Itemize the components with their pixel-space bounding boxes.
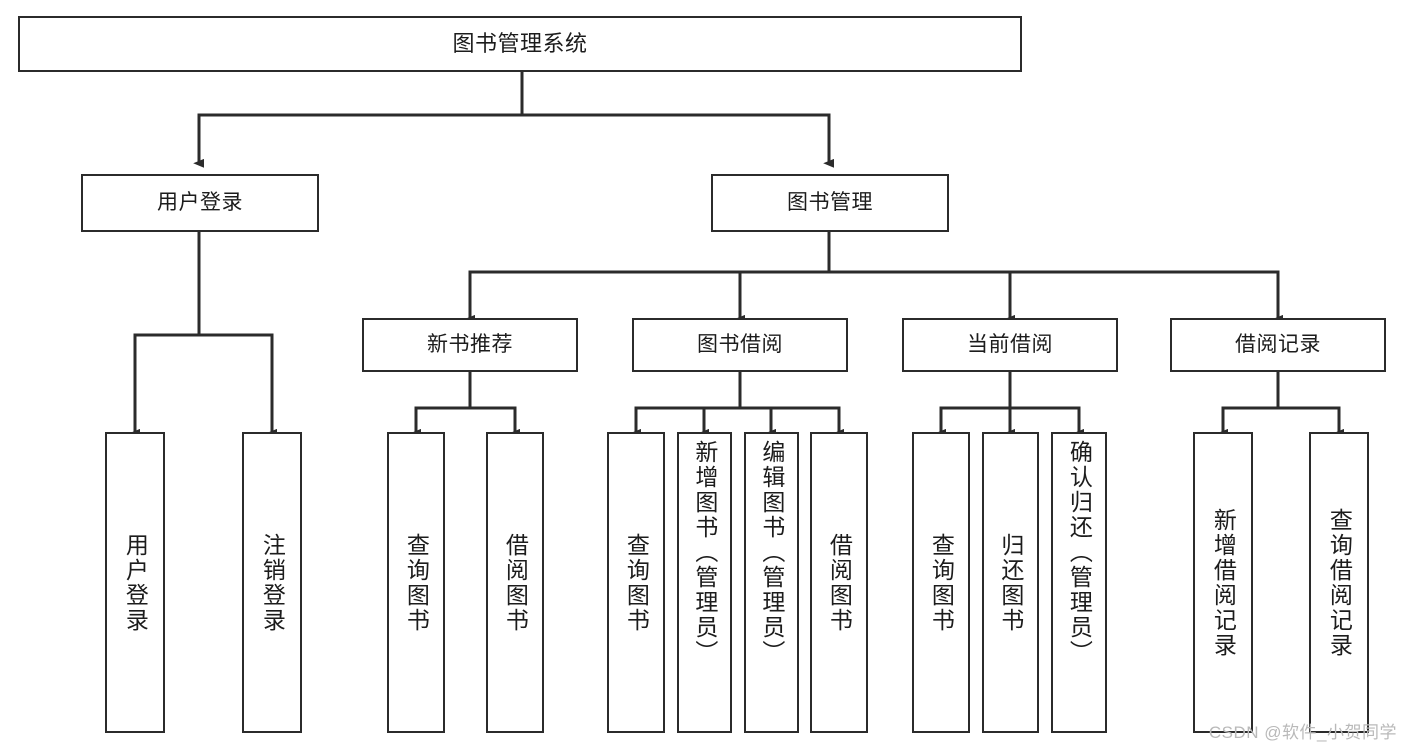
leaf-new-book-borrow-book[interactable]: 借阅图书 — [486, 432, 544, 733]
leaf-current-borrow-confirm-return-admin[interactable]: 确认归还（管理员） — [1051, 432, 1107, 733]
csdn-watermark: CSDN @软件_小贺同学 — [1208, 723, 1397, 742]
node-label: 查询图书 — [928, 532, 955, 633]
node-label: 新增图书（管理员） — [691, 440, 718, 665]
node-label: 确认归还（管理员） — [1066, 440, 1093, 665]
node-book-borrowing[interactable]: 图书借阅 — [632, 318, 848, 372]
leaf-book-borrow-add-book-admin[interactable]: 新增图书（管理员） — [677, 432, 732, 733]
leaf-book-borrow-borrow-book[interactable]: 借阅图书 — [810, 432, 868, 733]
node-book-management-system[interactable]: 图书管理系统 — [18, 16, 1022, 72]
node-label: 新增借阅记录 — [1210, 507, 1237, 658]
node-label: 新书推荐 — [427, 333, 513, 357]
leaf-book-borrow-edit-book-admin[interactable]: 编辑图书（管理员） — [744, 432, 799, 733]
leaf-borrow-record-add-record[interactable]: 新增借阅记录 — [1193, 432, 1253, 733]
leaf-borrow-record-query-record[interactable]: 查询借阅记录 — [1309, 432, 1369, 733]
node-book-management[interactable]: 图书管理 — [711, 174, 949, 232]
node-label: 查询借阅记录 — [1326, 507, 1353, 658]
leaf-current-borrow-query-book[interactable]: 查询图书 — [912, 432, 970, 733]
node-label: 用户登录 — [157, 191, 243, 215]
node-label: 注销登录 — [259, 532, 286, 633]
leaf-user-login-logout[interactable]: 注销登录 — [242, 432, 302, 733]
leaf-user-login-login[interactable]: 用户登录 — [105, 432, 165, 733]
node-label: 归还图书 — [997, 532, 1024, 633]
node-new-book-recommendation[interactable]: 新书推荐 — [362, 318, 578, 372]
node-label: 借阅图书 — [502, 532, 529, 633]
leaf-current-borrow-return-book[interactable]: 归还图书 — [982, 432, 1039, 733]
node-label: 当前借阅 — [967, 333, 1053, 357]
node-label: 借阅记录 — [1235, 333, 1321, 357]
node-borrowing-record[interactable]: 借阅记录 — [1170, 318, 1386, 372]
node-label: 用户登录 — [122, 532, 149, 633]
node-label: 查询图书 — [403, 532, 430, 633]
node-label: 图书借阅 — [697, 333, 783, 357]
node-current-borrowing[interactable]: 当前借阅 — [902, 318, 1118, 372]
node-label: 借阅图书 — [826, 532, 853, 633]
node-user-login[interactable]: 用户登录 — [81, 174, 319, 232]
leaf-book-borrow-query-book[interactable]: 查询图书 — [607, 432, 665, 733]
node-label: 图书管理 — [787, 191, 873, 215]
node-label: 编辑图书（管理员） — [758, 440, 785, 665]
node-label: 图书管理系统 — [452, 30, 588, 56]
node-label: 查询图书 — [623, 532, 650, 633]
leaf-new-book-query-book[interactable]: 查询图书 — [387, 432, 445, 733]
